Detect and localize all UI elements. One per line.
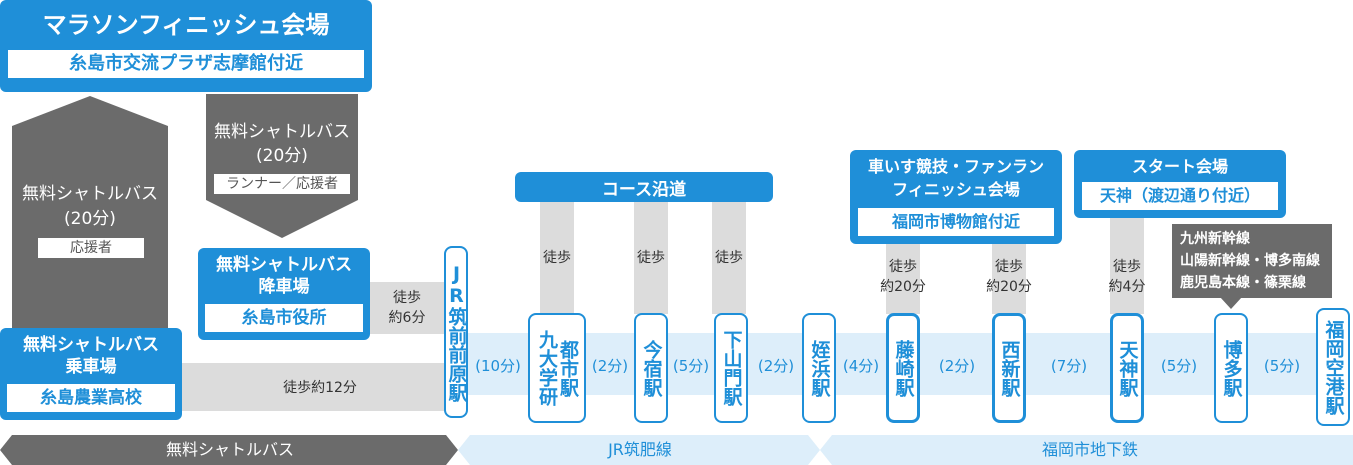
walk-connector-tenjin bbox=[1110, 218, 1144, 314]
subway-line-arrow bbox=[820, 435, 1353, 465]
line-subway-label: 福岡市地下鉄 bbox=[1041, 440, 1138, 459]
shuttle-mid-line1: 無料シャトルバス bbox=[214, 122, 350, 142]
walk-4-line2: 約4分 bbox=[1108, 279, 1146, 295]
station-chikuzen-maebaru: JR筑前前原駅 bbox=[444, 246, 468, 418]
shuttle-arrow-up bbox=[12, 96, 168, 328]
shuttle-left-line1: 無料シャトルバス bbox=[22, 184, 158, 204]
wheelchair-finish-venue: 車いす競技・ファンラン フィニッシュ会場 福岡市博物館付近 bbox=[850, 150, 1062, 244]
station-meinohama-label: 姪浜駅 bbox=[808, 339, 831, 397]
station-airport-label: 福岡空港駅 bbox=[1322, 319, 1345, 415]
time-2: (2分) bbox=[591, 357, 629, 375]
shuttle-arrow-down bbox=[206, 94, 358, 238]
alighting-line1: 無料シャトルバス bbox=[216, 255, 352, 275]
station-chikuzen-label: JR筑前前原駅 bbox=[445, 262, 468, 402]
alighting-line2: 降車場 bbox=[258, 277, 310, 297]
line-jr-label: JR筑肥線 bbox=[608, 440, 672, 459]
shuttle-left-line2: (20分) bbox=[64, 209, 116, 229]
time-9: (5分) bbox=[1263, 357, 1301, 375]
wheelchair-line1: 車いす競技・ファンラン bbox=[867, 157, 1044, 176]
marathon-finish-venue: マラソンフィニッシュ会場 糸島市交流プラザ志摩館付近 bbox=[0, 0, 372, 92]
station-kyudai-label2: 都市駅 bbox=[557, 339, 579, 397]
station-shimoyamato: 下山門駅 bbox=[714, 313, 748, 423]
station-hakata: 博多駅 bbox=[1214, 313, 1248, 423]
time-6: (2分) bbox=[938, 357, 976, 375]
walk-4-line1: 徒歩 bbox=[1113, 259, 1141, 275]
walk-connector-nishijin bbox=[992, 244, 1026, 314]
course-label: コース沿道 bbox=[601, 179, 687, 200]
alighting-place: 糸島市役所 bbox=[205, 304, 363, 332]
walk-label-shimoyamato: 徒歩 bbox=[715, 250, 743, 266]
transfer-line1: 九州新幹線 bbox=[1180, 231, 1250, 247]
walk-20-nishijin-2: 約20分 bbox=[986, 279, 1032, 295]
course-roadside: コース沿道 bbox=[515, 172, 773, 202]
station-kyudai-label: 九大学研 bbox=[536, 330, 558, 406]
time-3: (5分) bbox=[672, 357, 710, 375]
start-place: 天神（渡辺通り付近） bbox=[1082, 182, 1278, 210]
transfer-line3: 鹿児島本線・篠栗線 bbox=[1180, 275, 1306, 291]
walk-band-12 bbox=[178, 363, 446, 411]
boarding-line2: 乗車場 bbox=[65, 357, 117, 377]
walk-20-fujisaki-1: 徒歩 bbox=[889, 259, 917, 275]
wheelchair-place: 福岡市博物館付近 bbox=[858, 208, 1054, 236]
station-tenjin: 天神駅 bbox=[1110, 313, 1144, 423]
time-7: (7分) bbox=[1050, 357, 1088, 375]
shuttle-boarding: 無料シャトルバス 乗車場 糸島農業高校 bbox=[0, 328, 182, 420]
station-hakata-label: 博多駅 bbox=[1220, 339, 1243, 397]
time-5: (4分) bbox=[842, 357, 880, 375]
jr-line-arrow bbox=[458, 435, 820, 465]
walk-label-imajuku: 徒歩 bbox=[637, 250, 665, 266]
start-line1: スタート会場 bbox=[1131, 157, 1228, 176]
finish-venue-place: 糸島市交流プラザ志摩館付近 bbox=[8, 50, 364, 78]
transfer-lines: 九州新幹線 山陽新幹線・博多南線 鹿児島本線・篠栗線 bbox=[1172, 224, 1332, 298]
station-tenjin-label: 天神駅 bbox=[1116, 339, 1139, 397]
walk-20-fujisaki-2: 約20分 bbox=[880, 279, 926, 295]
station-fukuoka-airport: 福岡空港駅 bbox=[1316, 308, 1350, 426]
walk-connector-shimoyamato bbox=[712, 202, 746, 314]
station-fujisaki-label: 藤崎駅 bbox=[892, 339, 915, 397]
walk-connector-imajuku bbox=[634, 202, 668, 314]
shuttle-mid-tag: ランナー／応援者 bbox=[214, 174, 350, 194]
station-shimoyamato-label: 下山門駅 bbox=[720, 330, 743, 406]
walk-band-6 bbox=[368, 282, 446, 334]
station-kyudai-gakken-toshi: 九大学研 都市駅 bbox=[528, 313, 586, 423]
finish-venue-title: マラソンフィニッシュ会場 bbox=[42, 11, 330, 39]
time-1: (10分) bbox=[475, 357, 521, 375]
time-4: (2分) bbox=[757, 357, 795, 375]
walk-6-line1: 徒歩 bbox=[393, 290, 421, 306]
walk-label-kyudai: 徒歩 bbox=[543, 250, 571, 266]
walk-connector-kyudai bbox=[540, 202, 574, 314]
bus-line-arrow bbox=[0, 435, 458, 465]
station-nishijin-label: 西新駅 bbox=[998, 339, 1021, 397]
walk-12-label: 徒歩約12分 bbox=[283, 380, 357, 396]
walk-6-line2: 約6分 bbox=[388, 310, 426, 326]
shuttle-alighting: 無料シャトルバス 降車場 糸島市役所 bbox=[198, 248, 370, 340]
boarding-line1: 無料シャトルバス bbox=[23, 335, 159, 355]
start-venue: スタート会場 天神（渡辺通り付近） bbox=[1074, 150, 1286, 218]
boarding-place: 糸島農業高校 bbox=[7, 384, 175, 412]
station-meinohama: 姪浜駅 bbox=[802, 313, 836, 423]
shuttle-left-tag: 応援者 bbox=[38, 238, 144, 258]
station-imajuku: 今宿駅 bbox=[634, 313, 668, 423]
station-fujisaki: 藤崎駅 bbox=[886, 313, 920, 423]
time-8: (5分) bbox=[1160, 357, 1198, 375]
shuttle-mid-line2: (20分) bbox=[256, 146, 308, 166]
station-imajuku-label: 今宿駅 bbox=[640, 339, 663, 397]
line-bus-label: 無料シャトルバス bbox=[165, 440, 294, 459]
line-arrows bbox=[0, 435, 1353, 465]
wheelchair-line2: フィニッシュ会場 bbox=[892, 180, 1020, 199]
walk-connector-fujisaki bbox=[886, 244, 920, 314]
transfer-pointer bbox=[1220, 297, 1242, 309]
walk-20-nishijin-1: 徒歩 bbox=[995, 259, 1023, 275]
station-nishijin: 西新駅 bbox=[992, 313, 1026, 423]
transfer-line2: 山陽新幹線・博多南線 bbox=[1180, 253, 1320, 269]
